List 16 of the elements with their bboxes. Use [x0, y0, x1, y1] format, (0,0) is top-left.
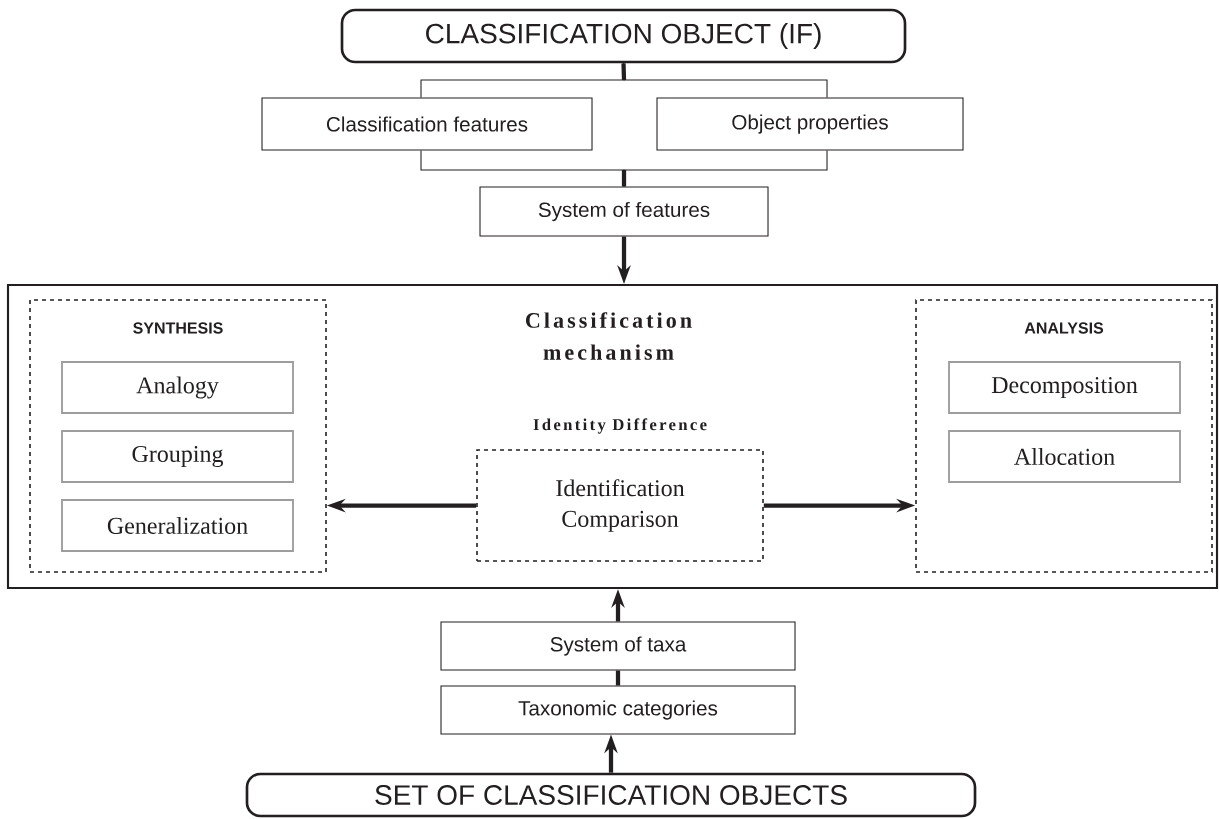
rounded-box: SET OF CLASSIFICATION OBJECTS [245, 772, 977, 818]
process-box: Taxonomic categories [440, 685, 796, 735]
method-box: Allocation [948, 430, 1181, 483]
method-box: Decomposition [948, 361, 1181, 414]
process-box: System of taxa [440, 621, 796, 671]
method-box: Generalization [61, 499, 294, 552]
process-box: Object properties [656, 97, 964, 151]
process-box: System of features [479, 186, 769, 237]
rounded-box: CLASSIFICATION OBJECT (IF) [340, 8, 907, 64]
connector-line [621, 63, 627, 81]
node-label: Identity Difference [533, 418, 707, 434]
connector-line [621, 170, 627, 187]
process-box: Classification features [261, 97, 593, 151]
method-box: Analogy [61, 361, 294, 414]
method-box: Grouping [61, 430, 294, 483]
dashed-box: Identity Difference Identification Comparison [476, 418, 764, 562]
